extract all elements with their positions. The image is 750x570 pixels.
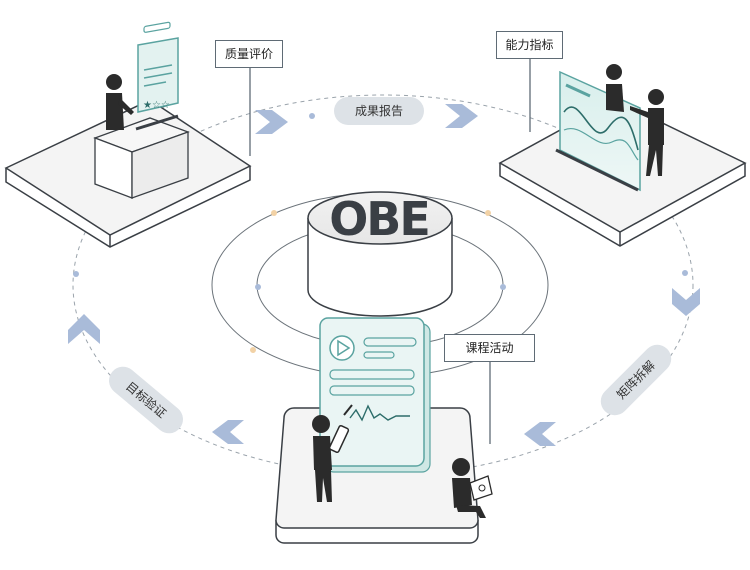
orbit-dot xyxy=(73,271,79,277)
chevron-down-icon xyxy=(672,288,700,316)
platform-ability-indicators xyxy=(498,64,747,247)
chevron-right-icon xyxy=(445,104,478,128)
chevron-right-icon xyxy=(255,110,288,134)
play-icon xyxy=(329,335,355,361)
orbit-dot xyxy=(500,284,506,290)
obe-label: OBE xyxy=(329,192,429,246)
orbit-dot xyxy=(682,270,688,276)
person-analyst-icon xyxy=(606,64,624,112)
person-student-icon xyxy=(452,458,493,518)
callout-ability-indicators: 能力指标 xyxy=(496,31,563,59)
star-rating-icon: ★☆☆ xyxy=(143,100,170,111)
obe-cylinder: OBE xyxy=(307,191,453,317)
chevron-left-icon xyxy=(524,422,556,446)
orbit-dot xyxy=(485,210,491,216)
cycle-arrows xyxy=(68,104,700,446)
person-presenter-icon xyxy=(630,89,664,176)
callout-quality-evaluation: 质量评价 xyxy=(215,40,283,68)
orbit-dot xyxy=(271,210,277,216)
outer-orbit xyxy=(72,94,694,476)
step-outcome-report: 成果报告 xyxy=(334,97,424,125)
orbit-dot xyxy=(250,347,256,353)
chevron-up-icon xyxy=(68,314,100,344)
platform-course-activities xyxy=(275,317,493,544)
orbit-dot xyxy=(309,113,315,119)
callout-course-activities: 课程活动 xyxy=(444,334,535,362)
orbit-dot xyxy=(255,284,261,290)
person-evaluator-icon xyxy=(106,74,134,130)
platform-quality-evaluation: ★☆☆ xyxy=(4,21,252,248)
chevron-left-icon xyxy=(212,420,244,444)
person-teacher-icon xyxy=(312,404,353,502)
